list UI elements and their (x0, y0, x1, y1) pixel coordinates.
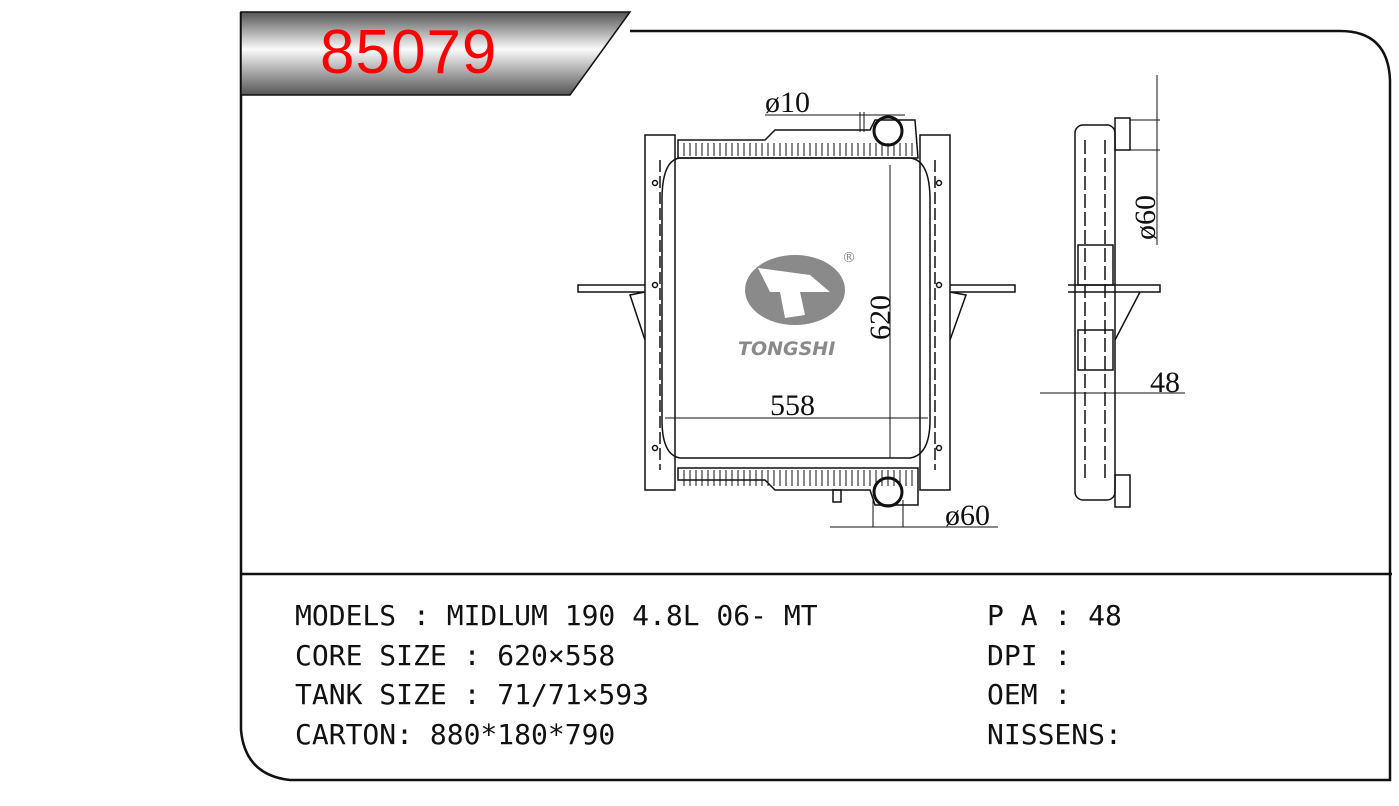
dim-outlet-diameter: ø60 (945, 499, 990, 532)
title-banner (240, 11, 632, 96)
spec-tank-size: TANK SIZE : 71/71×593 (295, 678, 650, 711)
spec-carton: CARTON: 880*180*790 (295, 718, 616, 751)
brand-name: TONGSHI (738, 338, 835, 360)
spec-oem: OEM : (987, 678, 1072, 711)
radiator-side-view (1068, 117, 1161, 508)
registered-mark: ® (842, 250, 856, 266)
spec-models: MODELS : MIDLUM 190 4.8L 06- MT (295, 599, 818, 632)
dim-side-pipe-diameter: ø60 (1129, 195, 1162, 240)
frame-border (239, 12, 1392, 782)
spec-dpi: DPI : (987, 639, 1072, 672)
spec-core-size: CORE SIZE : 620×558 (295, 639, 616, 672)
dimension-lines (665, 75, 1185, 528)
spec-nissens: NISSENS: (987, 718, 1122, 751)
dim-core-width: 558 (770, 389, 815, 422)
tongshi-logo: ® TONGSHI (738, 250, 856, 360)
dim-inlet-diameter: ø10 (765, 86, 810, 119)
dim-core-thickness: 48 (1150, 366, 1180, 399)
dim-core-height: 620 (864, 295, 897, 340)
part-number: 85079 (320, 18, 498, 87)
radiator-fins (683, 143, 913, 486)
spec-pa: P A : 48 (987, 599, 1122, 632)
